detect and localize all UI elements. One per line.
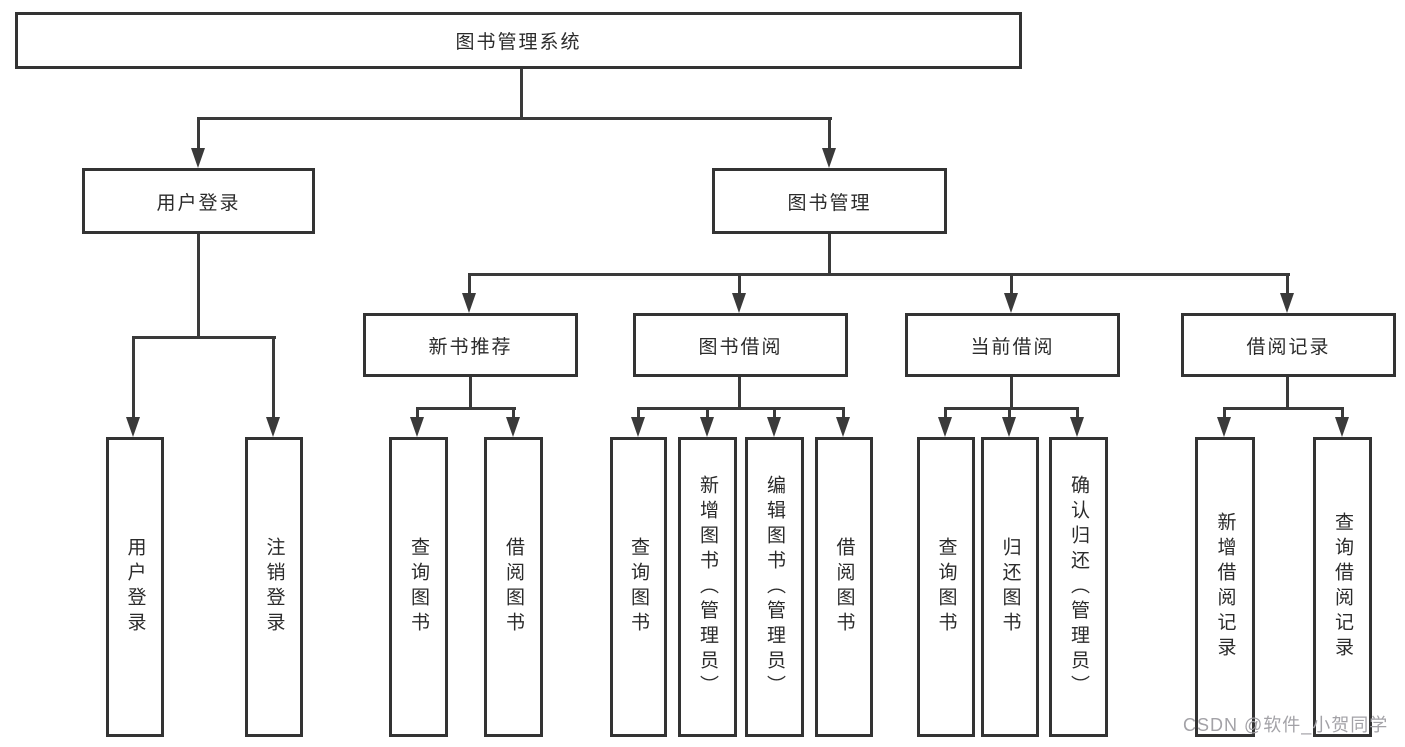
node-leaf-user-login: 用户登录: [106, 437, 164, 737]
connector-user-login-drop: [197, 231, 200, 338]
node-cb-query-book-label: 查询图书: [935, 537, 957, 637]
node-cb-confirm-return: 确认归还（管理员）: [1049, 437, 1108, 737]
node-br-query-record: 查询借阅记录: [1313, 437, 1372, 737]
node-bb-query-book: 查询图书: [610, 437, 667, 737]
node-book-mgmt: 图书管理: [712, 168, 947, 234]
connector-stub: [1010, 273, 1013, 297]
arrow-down-icon: [1280, 293, 1294, 313]
arrow-down-icon: [836, 417, 850, 437]
connector-stub: [738, 273, 741, 297]
node-rec-query-book: 查询图书: [389, 437, 448, 737]
arrow-down-icon: [1217, 417, 1231, 437]
node-root-label: 图书管理系统: [455, 32, 582, 53]
connector-leaf-stub: [1008, 407, 1011, 420]
node-br-query-record-label: 查询借阅记录: [1332, 512, 1353, 662]
arrow-down-icon: [506, 417, 520, 437]
node-cb-return-book-label: 归还图书: [999, 537, 1021, 637]
node-root: 图书管理系统: [15, 12, 1022, 69]
connector-borrow-record-split: [1223, 407, 1344, 410]
arrow-down-icon: [126, 417, 140, 437]
connector-current-borrow-drop: [1010, 375, 1013, 409]
node-leaf-logout-label: 注销登录: [263, 537, 285, 637]
connector-leaf-stub: [272, 336, 275, 420]
connector-borrow-record-drop: [1286, 375, 1289, 409]
connector-stub: [468, 273, 471, 297]
arrow-down-icon: [700, 417, 714, 437]
node-rec-query-book-label: 查询图书: [408, 537, 429, 637]
connector-book-mgmt-drop: [828, 231, 831, 275]
node-book-borrow: 图书借阅: [633, 313, 848, 377]
connector-level3-split: [468, 273, 1290, 276]
arrow-down-icon: [410, 417, 424, 437]
connector-leaf-stub: [842, 407, 845, 420]
connector-book-mgmt-stub: [828, 117, 831, 151]
node-bb-add-book-label: 新增图书（管理员）: [697, 474, 718, 700]
connector-leaf-stub: [944, 407, 947, 420]
watermark: CSDN @软件_小贺同学: [1183, 715, 1389, 735]
connector-current-borrow-split: [944, 407, 1079, 410]
connector-root-trunk: [520, 66, 523, 120]
connector-stub: [1286, 273, 1289, 297]
node-user-login: 用户登录: [82, 168, 315, 234]
node-rec-borrow-book-label: 借阅图书: [503, 537, 524, 637]
node-bb-borrow-book: 借阅图书: [815, 437, 873, 737]
node-bb-edit-book: 编辑图书（管理员）: [745, 437, 804, 737]
connector-level2-split: [197, 117, 832, 120]
node-borrow-record: 借阅记录: [1181, 313, 1396, 377]
arrow-down-icon: [732, 293, 746, 313]
node-leaf-user-login-label: 用户登录: [124, 537, 146, 637]
node-bb-edit-book-label: 编辑图书（管理员）: [764, 474, 785, 700]
connector-leaf-stub: [706, 407, 709, 420]
connector-new-book-rec-split: [416, 407, 516, 410]
arrow-down-icon: [631, 417, 645, 437]
node-br-add-record: 新增借阅记录: [1195, 437, 1255, 737]
connector-leaf-stub: [132, 336, 135, 420]
arrow-down-icon: [938, 417, 952, 437]
connector-book-borrow-split: [637, 407, 845, 410]
node-cb-query-book: 查询图书: [917, 437, 975, 737]
connector-new-book-rec-drop: [469, 375, 472, 409]
connector-leaf-stub: [1341, 407, 1344, 420]
node-leaf-logout: 注销登录: [245, 437, 303, 737]
arrow-down-icon: [191, 148, 205, 168]
node-new-book-rec-label: 新书推荐: [428, 336, 513, 358]
arrow-down-icon: [767, 417, 781, 437]
node-book-borrow-label: 图书借阅: [698, 336, 783, 358]
node-current-borrow-label: 当前借阅: [970, 336, 1055, 358]
node-bb-borrow-book-label: 借阅图书: [833, 537, 855, 637]
arrow-down-icon: [462, 293, 476, 313]
connector-leaf-stub: [1076, 407, 1079, 420]
connector-leaf-stub: [773, 407, 776, 420]
connector-user-login-split: [132, 336, 276, 339]
node-cb-confirm-return-label: 确认归还（管理员）: [1068, 474, 1089, 700]
arrow-down-icon: [1335, 417, 1349, 437]
node-bb-query-book-label: 查询图书: [628, 537, 649, 637]
connector-leaf-stub: [416, 407, 419, 420]
node-book-mgmt-label: 图书管理: [787, 192, 872, 214]
node-cb-return-book: 归还图书: [981, 437, 1039, 737]
arrow-down-icon: [822, 148, 836, 168]
connector-leaf-stub: [637, 407, 640, 420]
connector-user-login-stub: [197, 117, 200, 151]
node-bb-add-book: 新增图书（管理员）: [678, 437, 737, 737]
node-current-borrow: 当前借阅: [905, 313, 1120, 377]
node-new-book-rec: 新书推荐: [363, 313, 578, 377]
arrow-down-icon: [1002, 417, 1016, 437]
node-borrow-record-label: 借阅记录: [1246, 336, 1331, 358]
node-br-add-record-label: 新增借阅记录: [1214, 512, 1236, 662]
connector-leaf-stub: [1223, 407, 1226, 420]
arrow-down-icon: [1004, 293, 1018, 313]
node-rec-borrow-book: 借阅图书: [484, 437, 543, 737]
arrow-down-icon: [1070, 417, 1084, 437]
connector-book-borrow-drop: [738, 375, 741, 409]
node-user-login-label: 用户登录: [156, 192, 241, 214]
arrow-down-icon: [266, 417, 280, 437]
connector-leaf-stub: [512, 407, 515, 420]
